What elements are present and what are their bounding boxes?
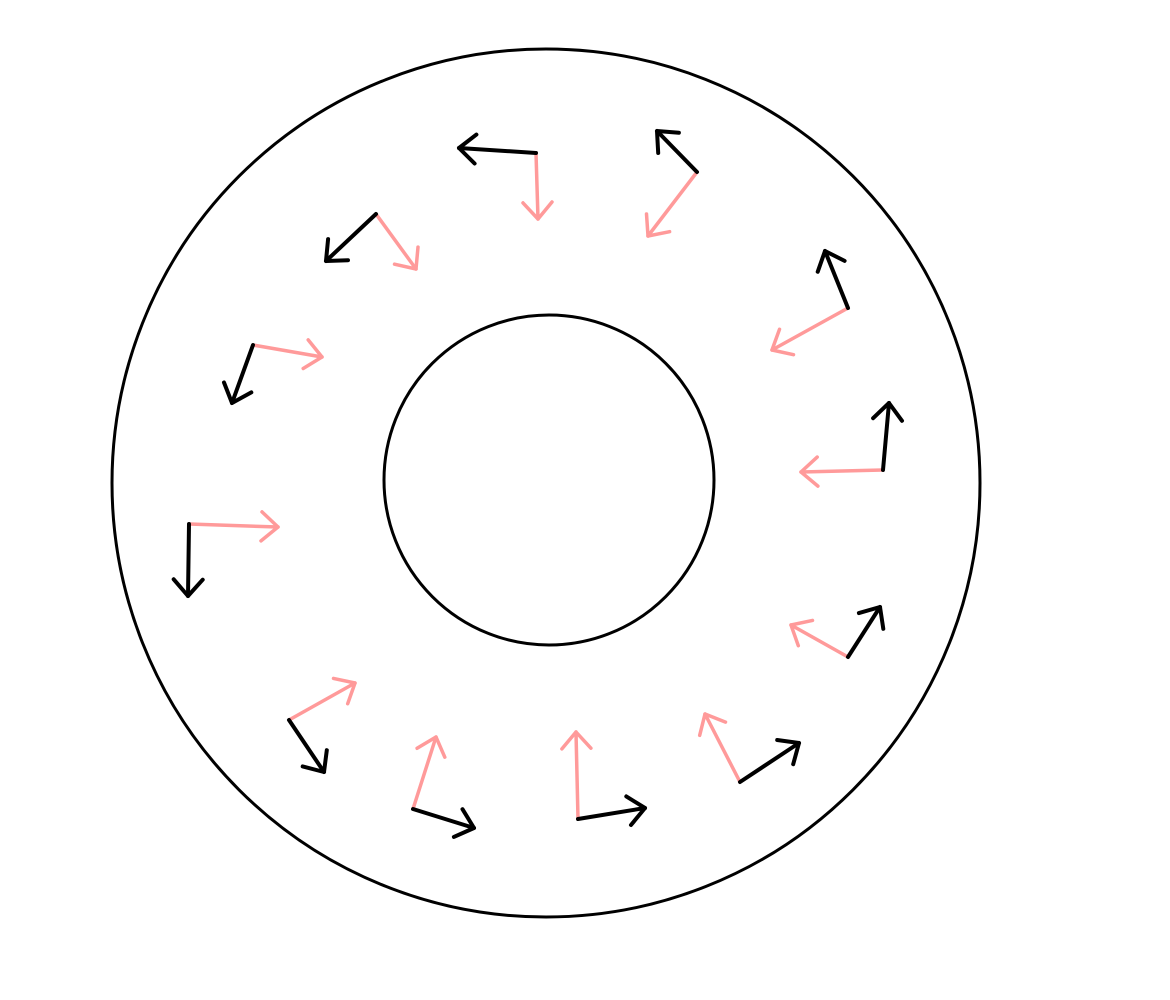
normal-arrow-head (521, 200, 554, 221)
tangent-arrow (411, 807, 476, 839)
tangent-arrow-head (300, 748, 329, 774)
tangent-arrow-shaft (411, 807, 476, 830)
tangent-arrow-head (655, 129, 681, 155)
normal-arrow-head (697, 712, 728, 738)
tangent-arrow-shaft (823, 249, 850, 310)
normal-arrow-shaft (646, 170, 699, 238)
arrow-pairs (171, 129, 904, 839)
outer-circle (110, 47, 982, 919)
normal-arrow-shaft (789, 623, 850, 659)
normal-arrow (187, 510, 280, 543)
inner-circle (382, 313, 716, 647)
tangent-arrow (171, 522, 205, 598)
tangent-arrow (457, 132, 538, 166)
normal-arrow (251, 338, 324, 371)
tangent-arrow-head (451, 807, 476, 839)
normal-arrow-shaft (703, 712, 742, 784)
normal-arrow-shaft (534, 151, 540, 221)
tangent-arrow (871, 401, 904, 472)
tangent-arrow-head (171, 577, 205, 598)
arrow-pair (222, 338, 324, 405)
tangent-arrow-head (457, 132, 479, 166)
normal-arrow (789, 618, 850, 659)
normal-arrow-head (392, 245, 420, 271)
normal-arrow-head (301, 338, 324, 371)
normal-arrow-head (560, 730, 593, 751)
tangent-arrow (324, 212, 378, 263)
normal-arrow-head (770, 327, 796, 357)
normal-arrow-head (415, 735, 447, 759)
normal-arrow-shaft (770, 306, 850, 352)
tangent-arrow-head (324, 237, 350, 263)
tangent-arrow (738, 738, 801, 784)
normal-arrow-head (789, 618, 815, 648)
normal-arrow-shaft (574, 730, 580, 821)
normal-arrow-head (259, 510, 280, 543)
tangent-arrow (222, 343, 255, 405)
tangent-arrow (287, 718, 329, 774)
arrow-pair (560, 730, 647, 827)
normal-arrow-head (799, 455, 820, 488)
tangent-arrow-head (775, 738, 801, 767)
tangent-arrow-shaft (738, 741, 801, 784)
tangent-arrow (846, 605, 886, 659)
normal-arrow (521, 151, 554, 221)
tangent-arrow (655, 129, 699, 174)
tangent-arrow-shaft (846, 605, 882, 659)
tangent-arrow-shaft (287, 718, 326, 774)
normal-arrow-head (331, 676, 357, 706)
arrow-pair (644, 129, 699, 238)
normal-arrow (644, 170, 699, 238)
tangent-arrow-shaft (230, 343, 255, 405)
arrow-pair (287, 676, 357, 774)
normal-arrow-shaft (187, 522, 280, 529)
tangent-arrow-shaft (324, 212, 378, 263)
normal-arrow (374, 212, 420, 271)
arrow-pair (799, 401, 904, 488)
tangent-arrow-head (624, 794, 647, 827)
tangent-arrow (576, 794, 647, 827)
arrow-pair (457, 132, 554, 221)
tangent-arrow-shaft (457, 146, 538, 155)
normal-arrow (697, 712, 742, 784)
normal-arrow (799, 455, 885, 488)
arrow-pair (697, 712, 801, 784)
tangent-arrow-shaft (576, 806, 647, 821)
arrow-pair (789, 605, 886, 659)
normal-arrow-shaft (374, 212, 418, 271)
tangent-arrow-shaft (655, 129, 699, 174)
tangent-arrow-head (871, 401, 904, 423)
tangent-arrow-head (222, 380, 254, 405)
arrow-pair (324, 212, 420, 271)
tangent-arrow-head (815, 249, 847, 274)
arrow-pair (171, 510, 280, 598)
normal-arrow (770, 306, 850, 357)
tangent-arrow-shaft (881, 401, 891, 472)
tangent-arrow (815, 249, 850, 310)
tangent-arrow-shaft (186, 522, 191, 598)
arrow-pair (411, 735, 476, 839)
normal-arrow (411, 735, 447, 811)
normal-arrow-shaft (287, 681, 357, 722)
tangent-arrow-head (856, 605, 886, 631)
normal-arrow-shaft (411, 735, 438, 811)
normal-arrow (560, 730, 593, 821)
normal-arrow-shaft (799, 468, 885, 474)
normal-arrow (287, 676, 357, 722)
normal-arrow-shaft (251, 343, 324, 359)
normal-arrow-head (644, 212, 672, 238)
arrow-pair (770, 249, 850, 357)
